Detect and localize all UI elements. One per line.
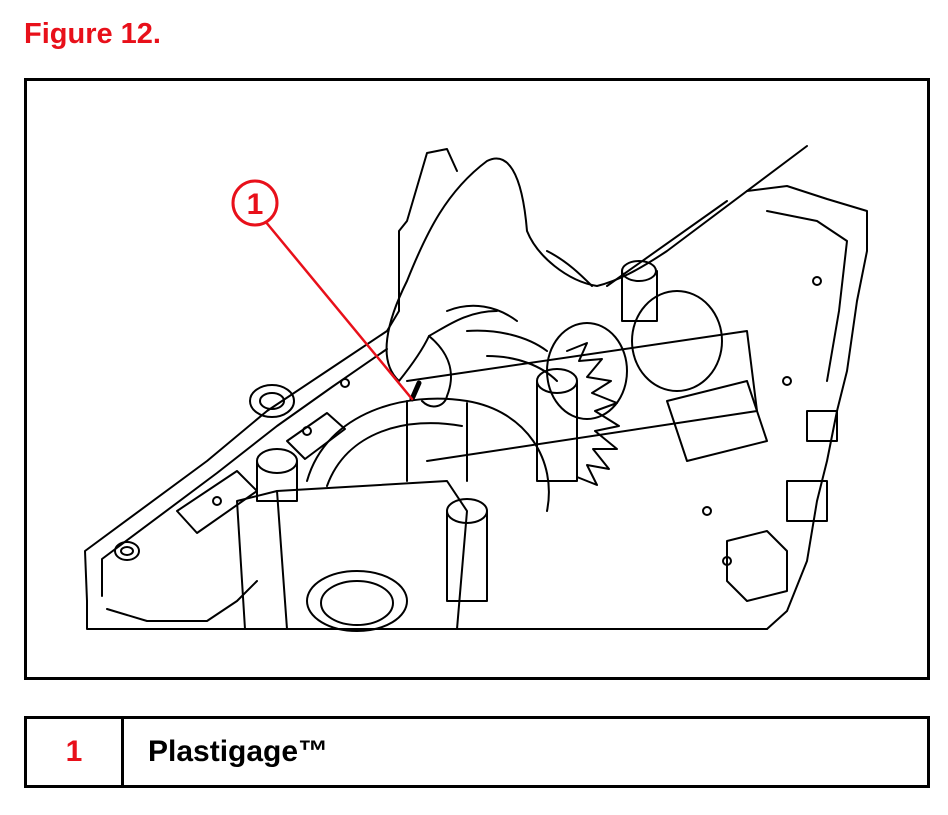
glove-finger-1	[446, 304, 518, 322]
camshaft-shaft	[406, 330, 758, 462]
bolt-3-head	[536, 368, 578, 394]
block-outline-right	[746, 185, 868, 630]
bearing-cap-front	[236, 490, 288, 630]
bolt-4	[621, 270, 658, 322]
cap-bore	[306, 570, 408, 632]
cam-lobe-3	[666, 380, 768, 462]
bolt-hole-left-inner	[120, 546, 134, 556]
bolt-dot-right-4	[812, 276, 822, 286]
journal-cap-inner	[326, 422, 463, 487]
glove-cuff	[606, 200, 728, 287]
glove-finger-3	[486, 355, 558, 382]
legend-row-label: Plastigage™	[148, 735, 329, 768]
block-boss-right-2	[786, 480, 828, 522]
bolt-dot-right-3	[782, 376, 792, 386]
block-rib-1	[176, 470, 258, 534]
block-flange	[106, 580, 258, 622]
bolt-2-head	[446, 498, 488, 524]
bolt-dot-3	[340, 378, 350, 388]
block-bottom-edge	[86, 600, 258, 630]
block-outline-right-inner	[766, 210, 848, 382]
bearing-cap-front-face	[276, 480, 468, 630]
illustration-frame: 1	[24, 78, 930, 680]
block-rib-2	[286, 412, 346, 460]
callout-leader	[263, 219, 414, 401]
cap-bore-inner	[320, 580, 394, 626]
block-boss-right-3	[726, 530, 788, 602]
journal-cap	[306, 397, 550, 512]
callout-number: 1	[247, 188, 264, 221]
bolt-dot-right-1	[722, 556, 732, 566]
bolt-2	[446, 510, 488, 602]
glove-finger-2	[466, 329, 548, 352]
glove-wrinkle	[546, 250, 593, 287]
bolt-3	[536, 380, 578, 482]
bolt-dot-right-2	[702, 506, 712, 516]
gear	[566, 342, 620, 486]
legend-table: 1 Plastigage™	[24, 716, 930, 788]
bolt-4-head	[621, 260, 657, 282]
callout-circle	[231, 179, 279, 227]
glove-thumb	[421, 335, 452, 408]
oil-port-inner	[259, 392, 285, 410]
bolt-hole-left	[114, 541, 140, 561]
cam-lobe-1	[631, 290, 723, 392]
figure-title: Figure 12.	[24, 18, 161, 50]
bolt-1	[256, 460, 298, 502]
plastigage-strip	[409, 380, 422, 402]
legend-row-number: 1	[27, 719, 124, 785]
block-boss-right-1	[806, 410, 838, 442]
bolt-dot-2	[302, 426, 312, 436]
bolt-dot-1	[212, 496, 222, 506]
glove-outline	[385, 145, 808, 382]
bolt-1-head	[256, 448, 298, 474]
engine-illustration: 1	[84, 145, 868, 632]
oil-port	[249, 384, 295, 418]
block-outline-left	[84, 148, 458, 602]
